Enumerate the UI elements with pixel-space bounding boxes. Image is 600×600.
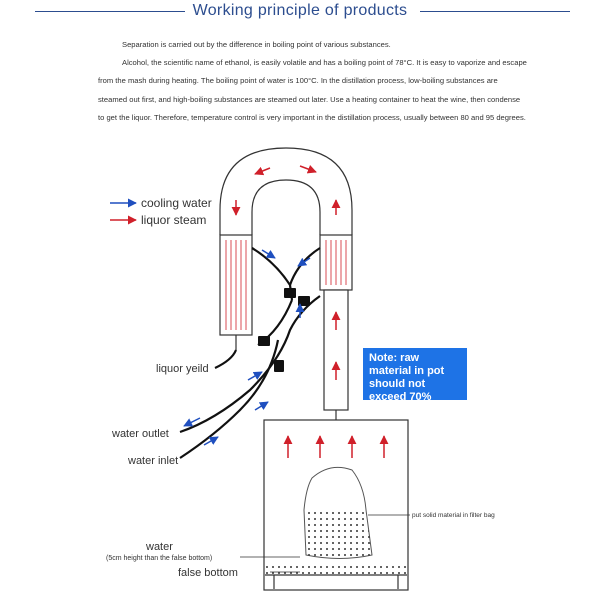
- water-inlet-label: water inlet: [127, 455, 178, 467]
- legend: cooling water liquor steam: [110, 196, 212, 227]
- filter-bag: [303, 466, 373, 559]
- cooling-arrows: [183, 249, 311, 446]
- intro-paragraph: Separation is carried out by the differe…: [122, 40, 391, 49]
- water-label: water: [145, 541, 173, 553]
- hose-connectors: [258, 288, 310, 372]
- legend-steam-label: liquor steam: [141, 213, 206, 227]
- right-condenser: [319, 234, 353, 291]
- capacity-note: Note: raw material in pot should not exc…: [363, 348, 467, 403]
- filter-bag-label: put solid material in filter bag: [412, 512, 495, 519]
- left-condenser: [219, 234, 253, 350]
- intro-paragraph: Alcohol, the scientific name of ethanol,…: [98, 58, 527, 122]
- leader-lines: [240, 514, 410, 573]
- false-bottom-label: false bottom: [178, 567, 238, 579]
- intro-text: Separation is carried out by the differe…: [98, 36, 528, 127]
- distillation-pot: [263, 419, 409, 591]
- title-rule-right: [420, 11, 570, 12]
- water-layer: [265, 562, 407, 589]
- page-title: Working principle of products: [192, 2, 408, 19]
- liquor-yield-label: liquor yeild: [156, 363, 209, 375]
- steam-arrows: [231, 164, 341, 380]
- header: Working principle of products: [0, 0, 600, 26]
- title-rule-left: [35, 11, 185, 12]
- water-outlet-label: water outlet: [111, 428, 169, 440]
- legend-cooling-label: cooling water: [141, 196, 212, 210]
- condenser-u-tube: [219, 147, 353, 235]
- water-height-note: (5cm height than the false bottom): [106, 555, 212, 562]
- steam-column: [323, 289, 349, 420]
